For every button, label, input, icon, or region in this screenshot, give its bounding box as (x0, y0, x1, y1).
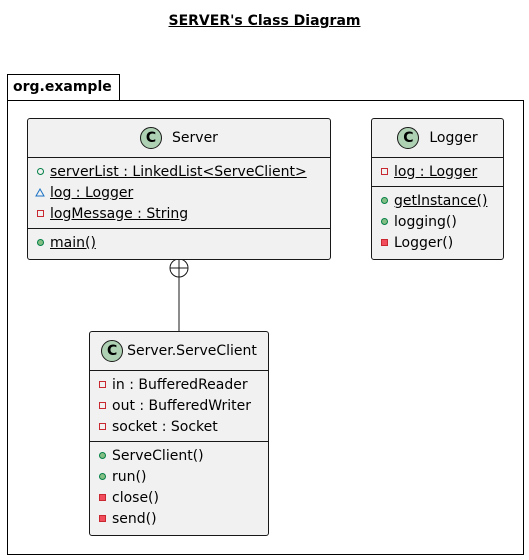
private-method-icon (97, 514, 107, 524)
package-tab: org.example (7, 74, 120, 100)
method-item: logging() (379, 211, 503, 232)
private-visibility-icon (379, 167, 389, 177)
fields-separator (90, 370, 268, 371)
methods-separator (28, 228, 330, 229)
method-item: send() (97, 508, 268, 529)
field-item: serverList : LinkedList<ServeClient> (35, 161, 330, 182)
class-header: C Server.ServeClient (90, 332, 268, 370)
private-visibility-icon (97, 422, 107, 432)
class-c-icon: C (140, 127, 163, 149)
field-item: out : BufferedWriter (97, 395, 268, 416)
class-server-serveclient[interactable]: C Server.ServeClient in : BufferedReader… (89, 331, 269, 536)
method-item: main() (35, 232, 330, 253)
class-c-icon: C (397, 127, 420, 149)
package-visibility-icon (35, 188, 45, 198)
field-item: in : BufferedReader (97, 374, 268, 395)
private-method-icon (97, 493, 107, 503)
method-list: getInstance() logging() Logger() (372, 187, 503, 257)
method-text: ServeClient() (112, 447, 204, 464)
class-header: C Server (28, 119, 330, 157)
method-text: getInstance() (394, 192, 488, 209)
field-text: logMessage : String (50, 205, 189, 222)
private-visibility-icon (97, 380, 107, 390)
package-name: org.example (13, 79, 112, 95)
method-item: Logger() (379, 232, 503, 253)
field-list: in : BufferedReader out : BufferedWriter… (90, 371, 268, 441)
method-item: getInstance() (379, 190, 503, 211)
public-method-icon (97, 451, 107, 461)
method-text: send() (112, 510, 157, 527)
field-item: log : Logger (379, 161, 503, 182)
field-text: log : Logger (394, 163, 478, 180)
field-item: logMessage : String (35, 203, 330, 224)
class-name: Server.ServeClient (127, 343, 257, 359)
public-method-icon (35, 238, 45, 248)
private-method-icon (379, 238, 389, 248)
class-server[interactable]: C Server serverList : LinkedList<ServeCl… (27, 118, 331, 260)
public-method-icon (379, 196, 389, 206)
field-text: socket : Socket (112, 418, 218, 435)
method-list: main() (28, 229, 330, 257)
class-name: Logger (429, 130, 478, 146)
fields-separator (28, 157, 330, 158)
public-method-icon (97, 472, 107, 482)
class-logger[interactable]: C Logger log : Logger getInstance() logg… (371, 118, 504, 260)
method-text: run() (112, 468, 147, 485)
private-visibility-icon (97, 401, 107, 411)
field-item: socket : Socket (97, 416, 268, 437)
method-text: Logger() (394, 234, 454, 251)
field-item: log : Logger (35, 182, 330, 203)
method-text: logging() (394, 213, 457, 230)
methods-separator (90, 441, 268, 442)
field-text: in : BufferedReader (112, 376, 248, 393)
methods-separator (372, 186, 503, 187)
field-text: log : Logger (50, 184, 134, 201)
field-text: serverList : LinkedList<ServeClient> (50, 163, 307, 180)
public-method-icon (379, 217, 389, 227)
method-item: run() (97, 466, 268, 487)
fields-separator (372, 157, 503, 158)
method-item: ServeClient() (97, 445, 268, 466)
method-list: ServeClient() run() close() send() (90, 442, 268, 533)
field-list: serverList : LinkedList<ServeClient> log… (28, 158, 330, 228)
public-visibility-icon (35, 167, 45, 177)
field-list: log : Logger (372, 158, 503, 186)
class-name: Server (172, 130, 218, 146)
class-header: C Logger (372, 119, 503, 157)
method-item: close() (97, 487, 268, 508)
method-text: close() (112, 489, 159, 506)
method-text: main() (50, 234, 96, 251)
field-text: out : BufferedWriter (112, 397, 251, 414)
private-visibility-icon (35, 209, 45, 219)
class-c-icon: C (101, 340, 124, 362)
diagram-title: SERVER's Class Diagram (168, 13, 361, 29)
